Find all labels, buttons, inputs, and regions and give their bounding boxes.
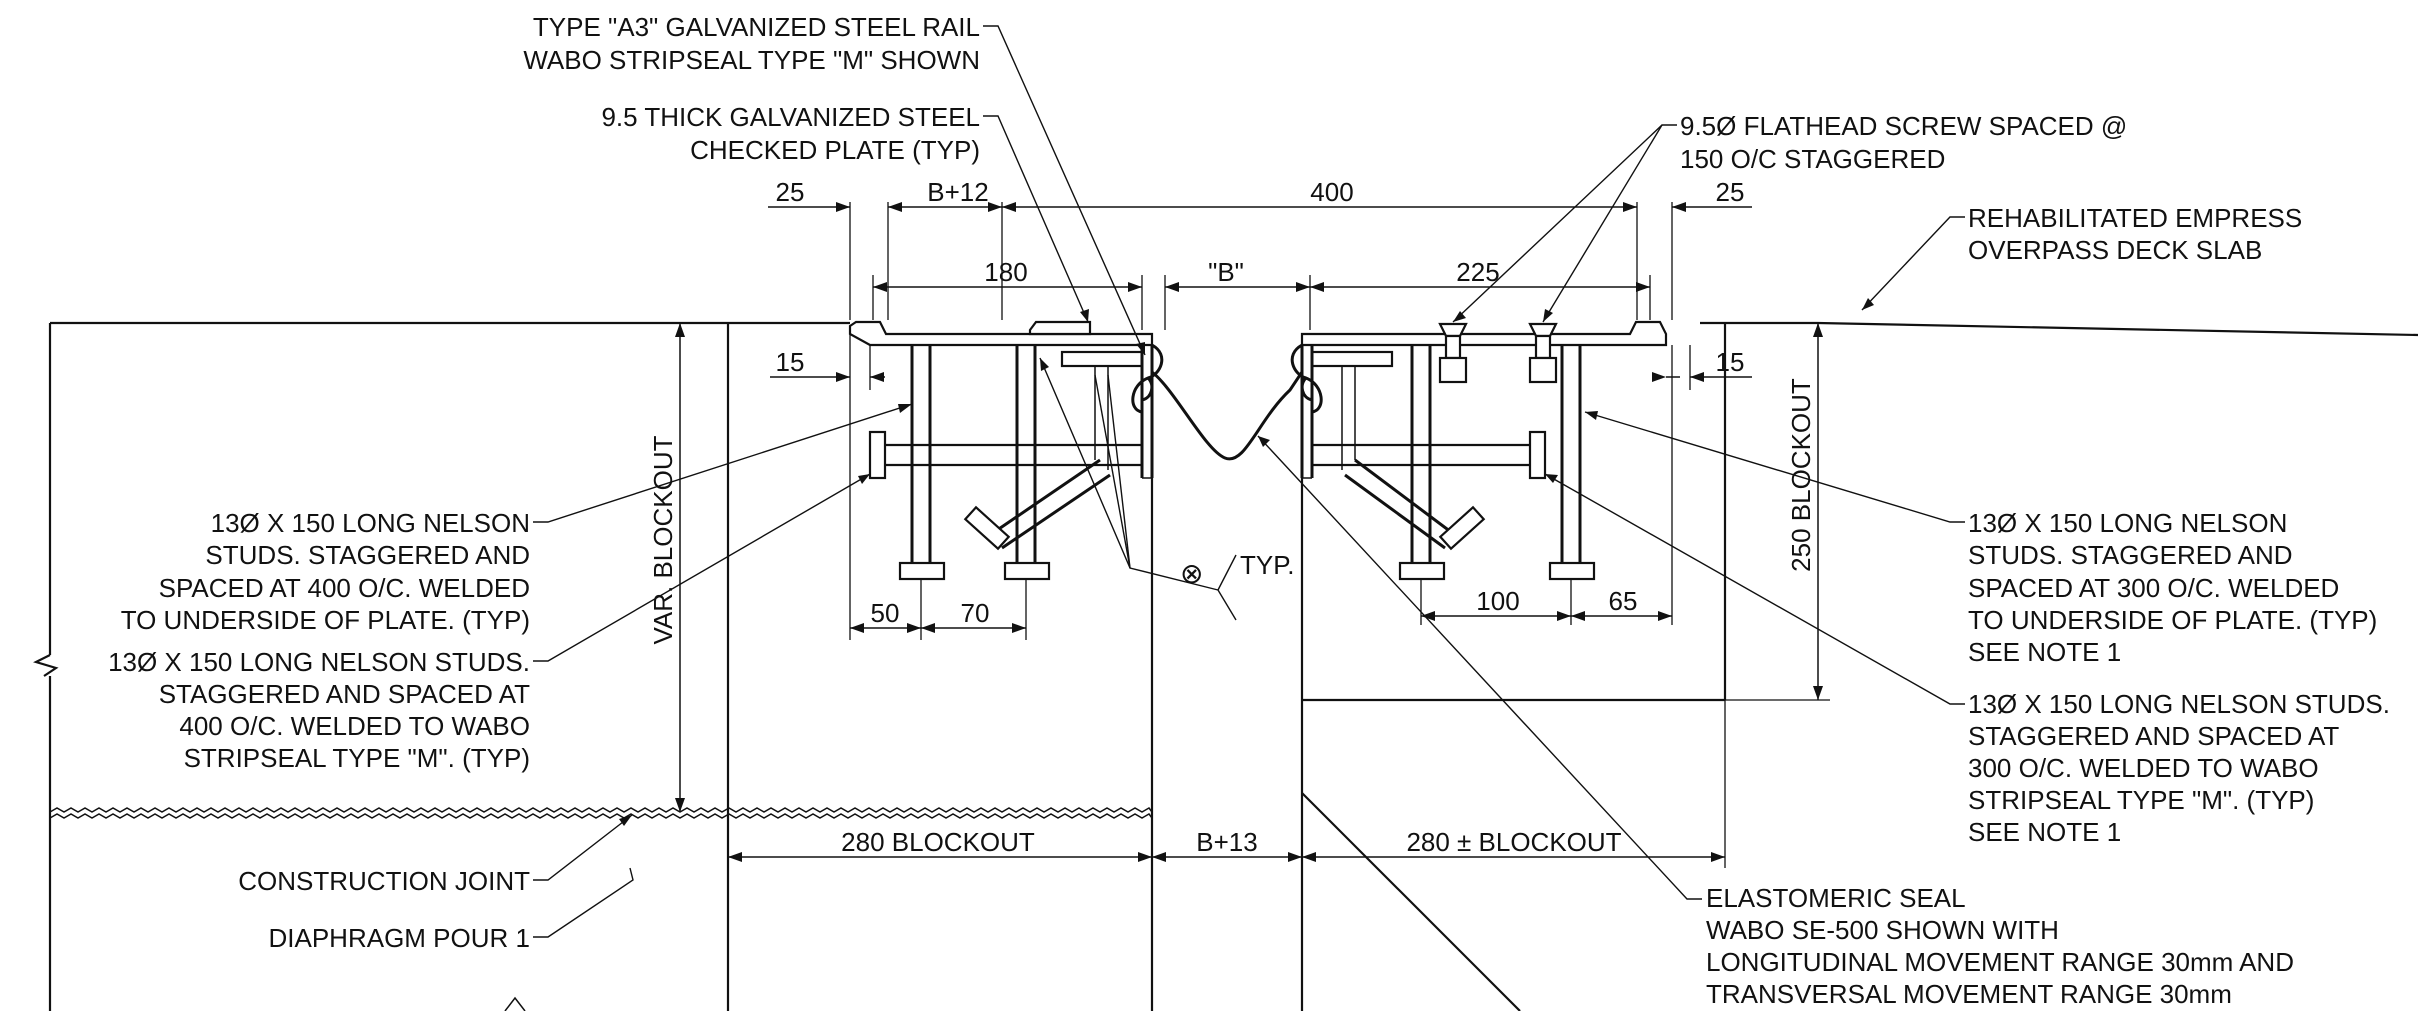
diaphragm-pour-label: DIAPHRAGM POUR 1 <box>269 923 531 953</box>
dim-100: 100 <box>1476 586 1519 616</box>
right-stud-plate-note-4: TO UNDERSIDE OF PLATE. (TYP) <box>1968 605 2377 635</box>
left-stud-plate-note-2: STUDS. STAGGERED AND <box>205 540 530 570</box>
right-stud-plate-note-3: SPACED AT 300 O/C. WELDED <box>1968 573 2339 603</box>
left-stud-seal-note-4: STRIPSEAL TYPE "M". (TYP) <box>184 743 530 773</box>
dimension-labels: 25 B+12 400 25 180 "B" 225 15 15 50 70 1… <box>648 177 1816 857</box>
seal-note-line-4: TRANSVERSAL MOVEMENT RANGE 30mm <box>1706 979 2232 1009</box>
left-stud-seal-note-1: 13Ø X 150 LONG NELSON STUDS. <box>108 647 530 677</box>
rail-note-line-1: TYPE "A3" GALVANIZED STEEL RAIL <box>533 12 980 42</box>
dim-400: 400 <box>1310 177 1353 207</box>
screw-note-line-1: 9.5Ø FLATHEAD SCREW SPACED @ <box>1680 111 2127 141</box>
right-steel-assembly <box>1290 320 1668 581</box>
dim-25-right: 25 <box>1716 177 1745 207</box>
dimension-lines <box>675 202 1830 868</box>
dim-15-right: 15 <box>1716 347 1745 377</box>
right-stud-seal-note-1: 13Ø X 150 LONG NELSON STUDS. <box>1968 689 2390 719</box>
left-steel-assembly <box>848 320 1164 581</box>
dim-15-left: 15 <box>776 347 805 377</box>
concrete-outline <box>33 321 2418 1011</box>
dim-b-plus-12: B+12 <box>927 177 988 207</box>
dim-65: 65 <box>1609 586 1638 616</box>
slab-note-line-2: OVERPASS DECK SLAB <box>1968 235 2262 265</box>
dim-280-pm-blockout: 280 ± BLOCKOUT <box>1406 827 1621 857</box>
dim-var-blockout: VAR. BLOCKOUT <box>648 435 678 644</box>
left-stud-seal-note-3: 400 O/C. WELDED TO WABO <box>179 711 530 741</box>
seal-note-line-3: LONGITUDINAL MOVEMENT RANGE 30mm AND <box>1706 947 2294 977</box>
seal-note-line-2: WABO SE-500 SHOWN WITH <box>1706 915 2059 945</box>
dim-25-left: 25 <box>776 177 805 207</box>
construction-joint-label: CONSTRUCTION JOINT <box>238 866 530 896</box>
elastomeric-seal <box>1151 370 1304 461</box>
slab-note-line-1: REHABILITATED EMPRESS <box>1968 203 2302 233</box>
weld-typ-label: TYP. <box>1240 550 1294 580</box>
screw-note-line-2: 150 O/C STAGGERED <box>1680 144 1945 174</box>
right-stud-plate-note-1: 13Ø X 150 LONG NELSON <box>1968 508 2287 538</box>
right-stud-seal-note-4: STRIPSEAL TYPE "M". (TYP) <box>1968 785 2314 815</box>
dim-50: 50 <box>871 598 900 628</box>
rail-note-line-2: WABO STRIPSEAL TYPE "M" SHOWN <box>523 45 980 75</box>
leader-lines <box>533 25 1965 938</box>
dim-70: 70 <box>961 598 990 628</box>
left-stud-plate-note-3: SPACED AT 400 O/C. WELDED <box>159 573 530 603</box>
right-stud-seal-note-2: STAGGERED AND SPACED AT <box>1968 721 2339 751</box>
left-stud-seal-note-2: STAGGERED AND SPACED AT <box>159 679 530 709</box>
dim-b-plus-13: B+13 <box>1196 827 1257 857</box>
left-stud-plate-note-1: 13Ø X 150 LONG NELSON <box>211 508 530 538</box>
dim-b: "B" <box>1208 257 1244 287</box>
weld-symbol: ⊗ <box>1180 558 1203 589</box>
left-stud-plate-note-4: TO UNDERSIDE OF PLATE. (TYP) <box>121 605 530 635</box>
dim-225: 225 <box>1456 257 1499 287</box>
dim-280-blockout: 280 BLOCKOUT <box>841 827 1035 857</box>
plate-note-line-2: CHECKED PLATE (TYP) <box>690 135 980 165</box>
right-stud-plate-note-2: STUDS. STAGGERED AND <box>1968 540 2293 570</box>
dim-250-blockout: 250 BLOCKOUT <box>1786 378 1816 572</box>
right-stud-seal-note-5: SEE NOTE 1 <box>1968 817 2121 847</box>
seal-note-line-1: ELASTOMERIC SEAL <box>1706 883 1966 913</box>
right-stud-seal-note-3: 300 O/C. WELDED TO WABO <box>1968 753 2319 783</box>
right-stud-plate-note-5: SEE NOTE 1 <box>1968 637 2121 667</box>
callout-notes: TYPE "A3" GALVANIZED STEEL RAIL WABO STR… <box>108 12 2390 1009</box>
dim-180: 180 <box>984 257 1027 287</box>
plate-note-line-1: 9.5 THICK GALVANIZED STEEL <box>601 102 980 132</box>
